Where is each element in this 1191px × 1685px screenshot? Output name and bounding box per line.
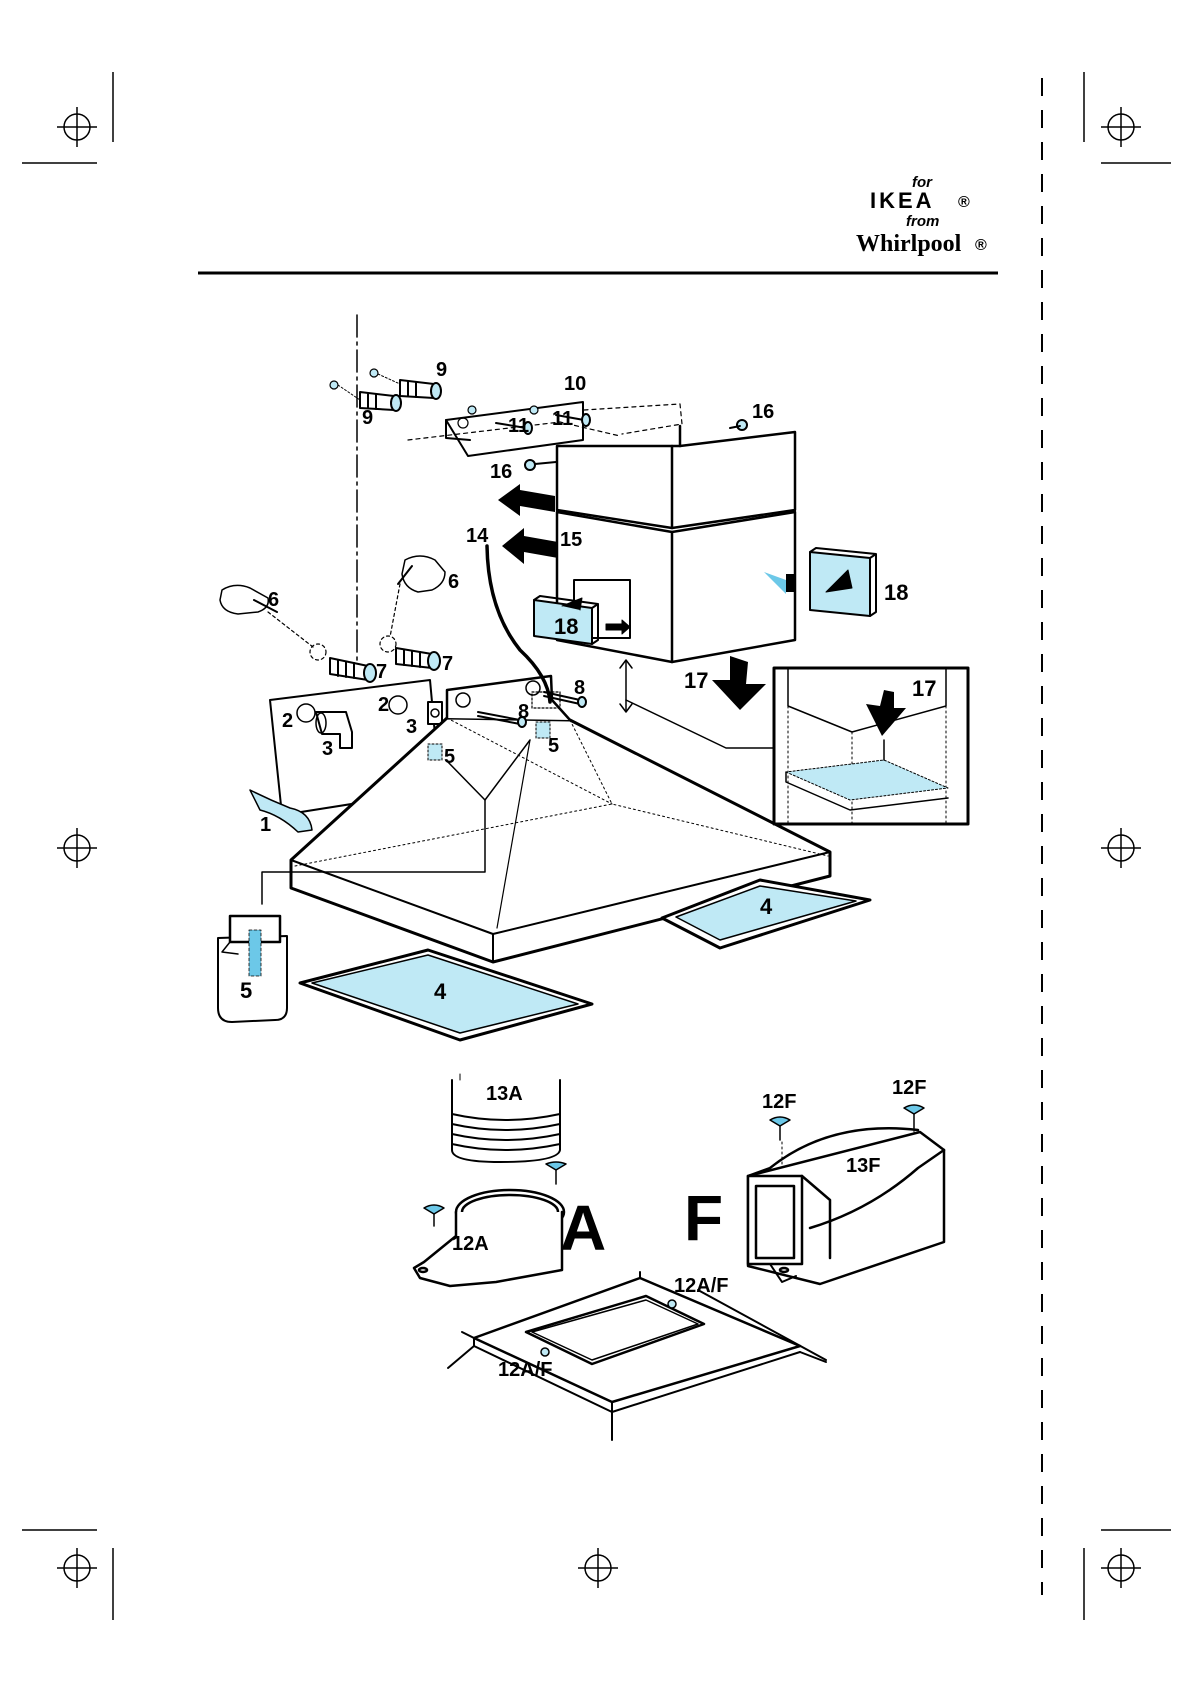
arrow-15-lower	[502, 528, 558, 564]
registration-mark-mid-right	[1101, 828, 1141, 868]
label-part-9-top: 9	[436, 359, 447, 381]
label-part-12F-left: 12F	[762, 1091, 796, 1113]
label-part-11-left: 11	[508, 415, 529, 437]
label-part-3-left: 3	[322, 738, 333, 760]
label-part-18-right: 18	[884, 580, 908, 605]
label-part-6-right: 6	[448, 571, 459, 593]
screw-12A	[424, 1205, 444, 1226]
registration-mark-top-right	[1101, 107, 1141, 147]
label-version-F: F	[684, 1182, 723, 1254]
wall-plug-left	[330, 658, 376, 682]
chimney-upper	[557, 426, 795, 528]
hood-assembly-drawing	[218, 315, 968, 1040]
label-part-7-left: 7	[376, 661, 387, 683]
label-part-2-left: 2	[282, 710, 293, 732]
label-part-9-bottom: 9	[362, 407, 373, 429]
rectangular-duct-13F	[748, 1128, 944, 1284]
registration-mark-bottom-right	[1101, 1548, 1141, 1588]
label-part-6-left: 6	[268, 589, 279, 611]
registration-mark-bottom-center	[578, 1548, 618, 1588]
brand-from-text: from	[906, 213, 939, 230]
label-version-A: A	[560, 1192, 606, 1264]
label-part-13F: 13F	[846, 1155, 880, 1177]
marking-hand-right	[398, 556, 445, 592]
label-part-4-back: 4	[760, 894, 773, 919]
arrow-17	[712, 656, 766, 710]
label-part-5-detail: 5	[240, 978, 252, 1003]
wall-plug-right	[396, 648, 440, 670]
label-part-1: 1	[260, 814, 271, 836]
label-part-11-right: 11	[552, 408, 573, 430]
label-part-17-detail: 17	[912, 676, 936, 701]
registration-mark-bottom-left	[57, 1548, 97, 1588]
label-part-8-lower: 8	[518, 701, 529, 723]
registration-mark-top-left	[57, 107, 97, 147]
outlet-plate-12AF	[448, 1272, 826, 1440]
brand-whirlpool-text: Whirlpool	[856, 231, 962, 257]
label-part-12AF-bottom: 12A/F	[498, 1359, 552, 1381]
label-part-16-left: 16	[490, 461, 512, 483]
label-part-15: 15	[560, 529, 582, 551]
label-part-5-left: 5	[444, 746, 455, 768]
brand-logo: for IKEA ® from Whirlpool ®	[856, 174, 987, 257]
label-part-7-right: 7	[442, 653, 453, 675]
round-adapter-12A	[414, 1190, 564, 1286]
label-part-4-front: 4	[434, 979, 447, 1004]
label-part-10: 10	[564, 373, 586, 395]
wall-bracket-right	[428, 702, 442, 724]
detail-inset-5	[218, 916, 287, 1022]
label-part-2-right: 2	[378, 694, 389, 716]
arrow-15-upper	[498, 484, 555, 516]
screw-13A	[546, 1162, 566, 1184]
label-part-12AF-top: 12A/F	[674, 1275, 728, 1297]
label-part-12A: 12A	[452, 1233, 489, 1255]
brand-ikea-text: IKEA	[870, 188, 935, 213]
label-part-17-main: 17	[684, 668, 708, 693]
screw-16-top	[730, 420, 747, 430]
brand-whirlpool-reg: ®	[975, 237, 987, 254]
detail-inset-17	[774, 668, 968, 824]
duct-accessories-drawing	[414, 1074, 944, 1440]
brand-ikea-reg: ®	[958, 194, 970, 211]
label-part-18-left: 18	[554, 614, 578, 639]
label-part-13A: 13A	[486, 1083, 523, 1105]
label-part-8-upper: 8	[574, 677, 585, 699]
screw-16-left	[525, 460, 556, 470]
registration-mark-mid-left	[57, 828, 97, 868]
label-part-16-top: 16	[752, 401, 774, 423]
label-part-5-right: 5	[548, 735, 559, 757]
label-part-14: 14	[466, 525, 489, 547]
label-part-12F-right: 12F	[892, 1077, 926, 1099]
label-part-3-right: 3	[406, 716, 417, 738]
